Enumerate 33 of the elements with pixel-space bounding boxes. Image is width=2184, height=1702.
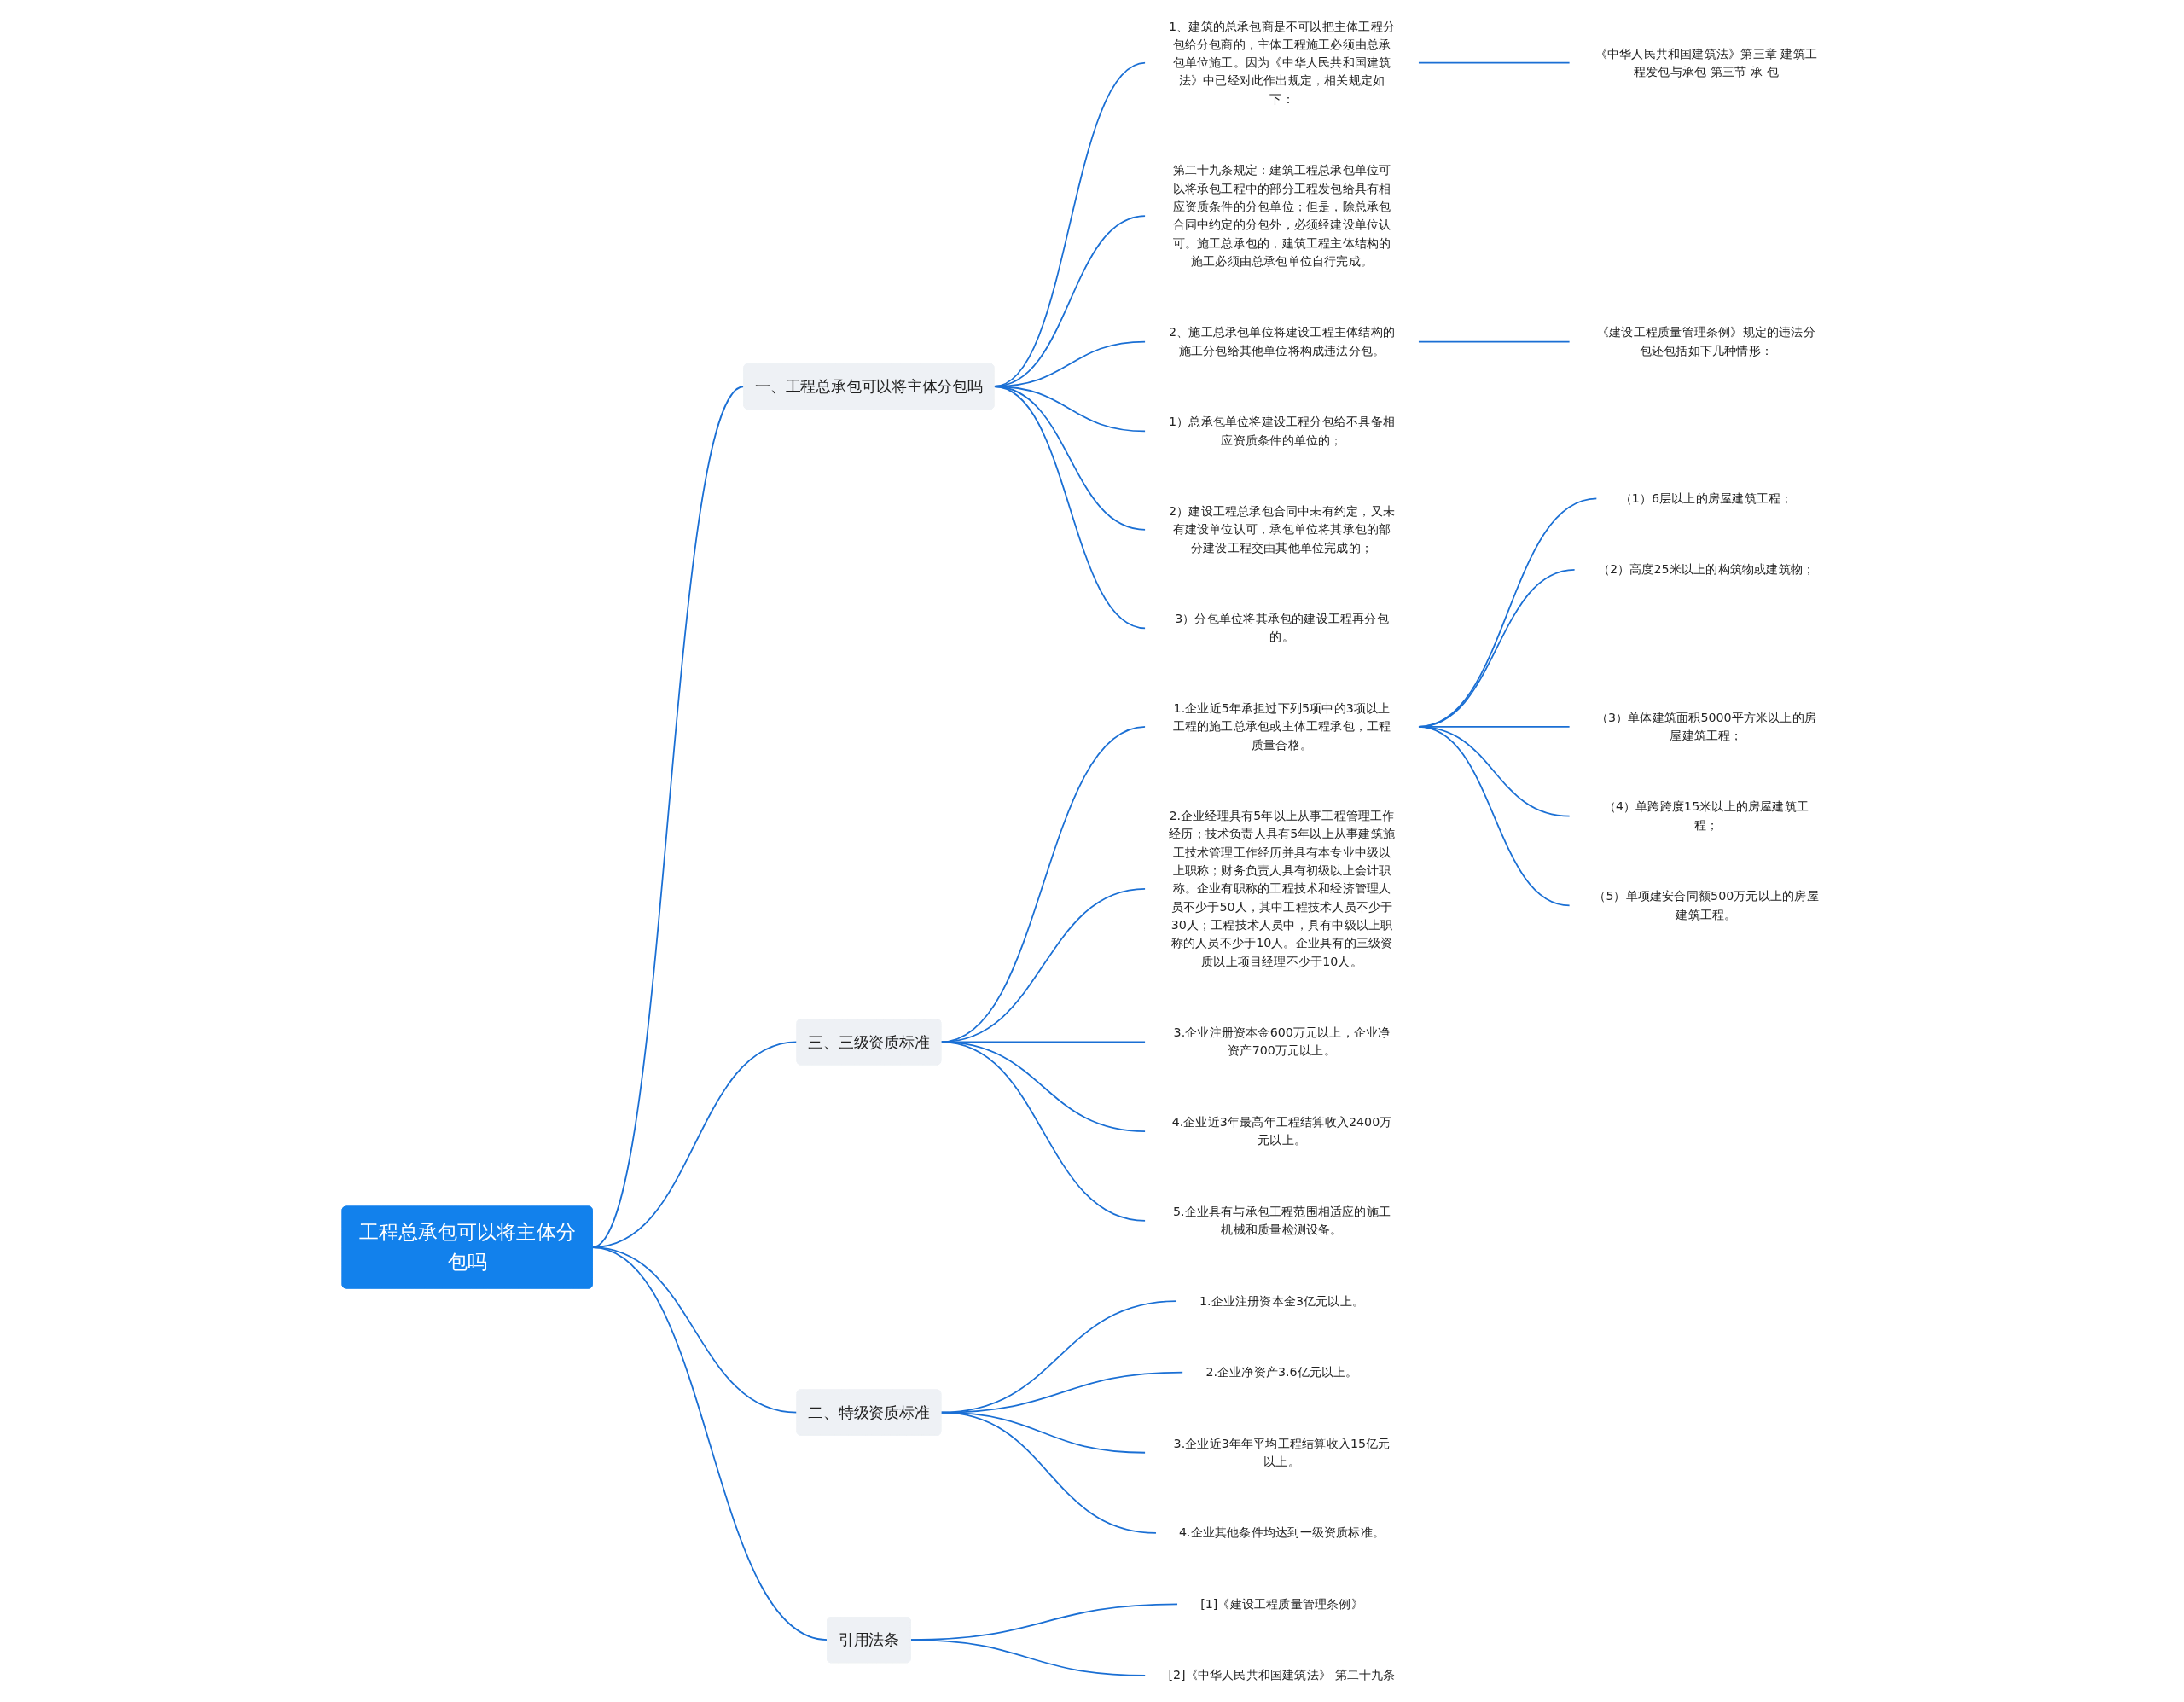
node-text: [1]《建设工程质量管理条例》 bbox=[1199, 1596, 1363, 1612]
connector bbox=[1417, 61, 1571, 64]
connector bbox=[939, 1041, 1147, 1222]
connector bbox=[1417, 725, 1571, 907]
node-text: 3.企业注册资本金600万元以上，企业净资产700万元以上。 bbox=[1173, 1025, 1390, 1058]
node-text: （1）6层以上的房屋建筑工程； bbox=[1619, 491, 1792, 506]
node-text: （5）单项建安合同额500万元以上的房屋建筑工程。 bbox=[1593, 888, 1819, 922]
node-text: 第二十九条规定：建筑工程总承包单位可以将承包工程中的部分工程发包给具有相应资质条件的分包单位；但是，除总承包合同中约定的分包外，必须经建设单位认可。施工总承包的，建筑工程主体结构的施工必须由总承包单位自行完成。 bbox=[1172, 162, 1391, 269]
node-text: 4.企业近3年最高年工程结算收入2400万元以上。 bbox=[1171, 1114, 1391, 1147]
node-text: [2]《中华人民共和国建筑法》 第二十九条 bbox=[1167, 1668, 1396, 1682]
node-text: 2、施工总承包单位将建设工程主体结构的施工分包给其他单位将构成违法分包。 bbox=[1168, 325, 1395, 358]
node-text: （3）单体建筑面积5000平方米以上的房屋建筑工程； bbox=[1595, 710, 1816, 743]
node-text: 1、建筑的总承包商是不可以把主体工程分包给分包商的，主体工程施工必须由总承包单位施工。因为《中华人民共和国建筑法》中已经对此作出规定，相关规定如下： bbox=[1168, 19, 1395, 107]
connector bbox=[909, 1639, 1147, 1676]
node-text: 《建设工程质量管理条例》规定的违法分包还包括如下几种情形： bbox=[1596, 325, 1815, 358]
connector bbox=[939, 1411, 1157, 1534]
node-text: （4）单跨跨度15米以上的房屋建筑工程； bbox=[1603, 799, 1809, 833]
node-text: 2.企业经理具有5年以上从事工程管理工作经历；技术负责人具有5年以上从事建筑施工技术管理工作经历并具有本专业中级以上职称；财务负责人具有初级以上会计职称。企业有职称的工程技术和经济管理人员不少于50人，其中工程技术人员不少于30人；工程技术人员中，具有中级以上职称的人员不少于10人。企业具有的三级资质以上项目经理不少于10人。 bbox=[1168, 808, 1395, 969]
node-text: 《中华人民共和国建筑法》第三章 建筑工程发包与承包 第三节 承 包 bbox=[1594, 46, 1817, 79]
connector bbox=[992, 386, 1147, 630]
node-text: 5.企业具有与承包工程范围相适应的施工机械和质量检测设备。 bbox=[1172, 1204, 1391, 1237]
node-text: 3）分包单位将其承包的建设工程再分包的。 bbox=[1174, 611, 1389, 644]
node-text: 1）总承包单位将建设工程分包给不具备相应资质条件的单位的； bbox=[1168, 414, 1395, 448]
connector bbox=[1417, 340, 1571, 343]
node-text: 2.企业净资产3.6亿元以上。 bbox=[1205, 1364, 1358, 1380]
connector bbox=[590, 1246, 828, 1641]
node-text: （2）高度25米以上的构筑物或建筑物； bbox=[1597, 562, 1815, 577]
node-text: 1.企业注册资本金3亿元以上。 bbox=[1199, 1293, 1364, 1309]
connector bbox=[939, 1041, 1147, 1133]
node-text: 4.企业其他条件均达到一级资质标准。 bbox=[1178, 1525, 1385, 1540]
node-text: 3.企业近3年年平均工程结算收入15亿元以上。 bbox=[1173, 1436, 1390, 1469]
node-text: 2）建设工程总承包合同中未有约定，又未有建设单位认可，承包单位将其承包的部分建设工程交由其他单位完成的； bbox=[1168, 503, 1395, 555]
node-text: 1.企业近5年承担过下列5项中的3项以上工程的施工总承包或主体工程承包，工程质量合格。 bbox=[1172, 700, 1391, 752]
